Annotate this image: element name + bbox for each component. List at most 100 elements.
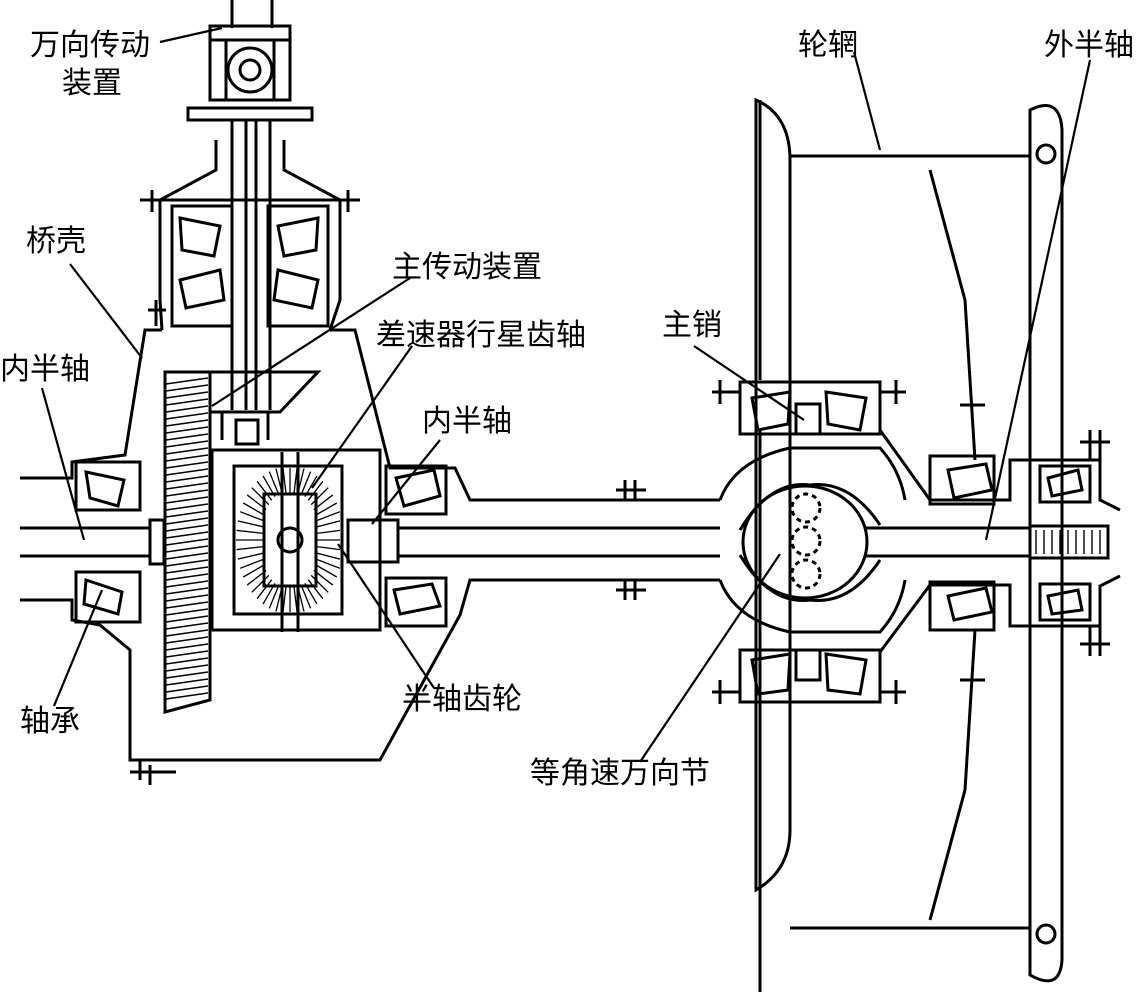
ring-gear-tooth (165, 629, 209, 637)
left-shaft (20, 460, 150, 624)
label-side-gear: 半轴齿轮 (402, 682, 522, 717)
differential-gear-tooth (315, 520, 341, 528)
ring-gear-tooth (165, 685, 209, 693)
differential-gear-tooth (251, 574, 270, 593)
ring-gear-tooth (165, 650, 209, 658)
ring-gear-tooth (165, 524, 209, 532)
ring-gear-tooth (165, 538, 209, 546)
ring-gear-tooth (165, 643, 209, 651)
label-bearing: 轴承 (20, 704, 80, 739)
ring-gear-tooth (165, 475, 209, 483)
ring-gear-tooth (165, 615, 209, 623)
differential-gear-tooth (237, 520, 265, 528)
ring-gear-tooth (165, 461, 209, 469)
differential-gear-tooth (256, 480, 273, 501)
differential-gear-tooth (304, 582, 318, 605)
ring-gear-tooth (165, 601, 209, 609)
wheel-hub (866, 429, 1121, 656)
ring-gear-tooth (165, 664, 209, 672)
ring-gear-tooth (165, 482, 209, 490)
label-universal-joint: 万向传动 (30, 28, 150, 63)
ring-gear-tooth (165, 454, 209, 462)
differential-gear-tooth (310, 574, 329, 593)
wheel-rim (754, 97, 1064, 992)
ring-gear-tooth (165, 671, 209, 679)
ring-gear-tooth (165, 678, 209, 686)
ring-gear-tooth (165, 587, 209, 595)
differential-gear-tooth (268, 585, 280, 609)
differential-gear-tooth (293, 585, 298, 613)
differential-gear-tooth (300, 471, 312, 495)
differential-gear-tooth (315, 502, 338, 516)
differential-gear-tooth (282, 467, 287, 495)
differential-gear-tooth (262, 582, 276, 605)
ring-gear-tooth (165, 391, 209, 399)
differential-gear-tooth (275, 468, 283, 495)
ring-gear-tooth (165, 405, 209, 413)
ring-gear-tooth (165, 517, 209, 525)
differential-gear-tooth (236, 529, 265, 535)
axle-housing (20, 328, 720, 785)
label-wheel-rim: 轮辋 (798, 28, 858, 63)
differential-gear-tooth (297, 585, 305, 612)
ring-gear-tooth (165, 622, 209, 630)
ring-gear-tooth (165, 545, 209, 553)
ring-gear-tooth (165, 419, 209, 427)
label-planet-gear-shaft: 差速器行星齿轴 (376, 318, 586, 353)
differential-gear-tooth (304, 475, 318, 498)
differential-gear-tooth (315, 545, 341, 551)
differential-gear-tooth (237, 552, 265, 560)
differential-gear-tooth (315, 564, 338, 578)
differential-gear-tooth (293, 467, 298, 495)
differential (210, 448, 720, 632)
ring-gear-tooth (165, 426, 209, 434)
ring-gear-tooth (165, 657, 209, 665)
differential-gear-tooth (275, 585, 283, 612)
differential-gear-tooth (251, 487, 270, 506)
differential-gear-tooth (239, 511, 265, 522)
ring-gear-tooth (165, 440, 209, 448)
ring-gear-tooth (165, 559, 209, 567)
label-outer-half-shaft: 外半轴 (1044, 28, 1134, 63)
differential-gear-tooth (282, 585, 287, 613)
ring-gear-tooth (165, 552, 209, 560)
ring-gear (148, 370, 322, 714)
differential-gear-tooth (307, 480, 324, 501)
differential-gear-tooth (300, 585, 312, 609)
label-final-drive: 主传动装置 (392, 250, 542, 285)
leader-lines (40, 26, 1092, 763)
differential-gear-tooth (313, 569, 334, 586)
differential-gear-tooth (268, 471, 280, 495)
differential-gear-tooth (242, 502, 265, 516)
ring-gear-tooth (165, 580, 209, 588)
label-king-pin: 主销 (662, 308, 722, 343)
differential-gear-tooth (246, 569, 267, 586)
differential-gear-tooth (262, 475, 276, 498)
ring-gear-tooth (165, 636, 209, 644)
ring-gear-tooth (165, 412, 209, 420)
ring-gear-tooth (165, 433, 209, 441)
ring-gear-tooth (165, 503, 209, 511)
universal-joint-assembly (186, 0, 314, 410)
ring-gear-tooth (165, 566, 209, 574)
ring-gear-tooth (165, 496, 209, 504)
ring-gear-tooth (165, 510, 209, 518)
differential-gear-tooth (307, 579, 324, 600)
differential-gear-tooth (315, 511, 341, 522)
label-axle-housing: 桥壳 (26, 224, 86, 259)
steering-knuckle (712, 380, 907, 704)
label-inner-half-shaft-left: 内半轴 (0, 352, 90, 387)
differential-gear-tooth (236, 545, 265, 551)
ring-gear-tooth (165, 398, 209, 406)
differential-gear-tooth (313, 494, 334, 511)
differential-gear-tooth (315, 558, 341, 569)
ring-gear-tooth (165, 447, 209, 455)
differential-gear-tooth (256, 579, 273, 600)
differential-gear-tooth (310, 487, 329, 506)
differential-gear-tooth (239, 558, 265, 569)
ring-gear-tooth (165, 377, 209, 385)
label-cv-joint: 等角速万向节 (530, 756, 710, 791)
differential-gear-tooth (246, 494, 267, 511)
ring-gear-tooth (165, 489, 209, 497)
